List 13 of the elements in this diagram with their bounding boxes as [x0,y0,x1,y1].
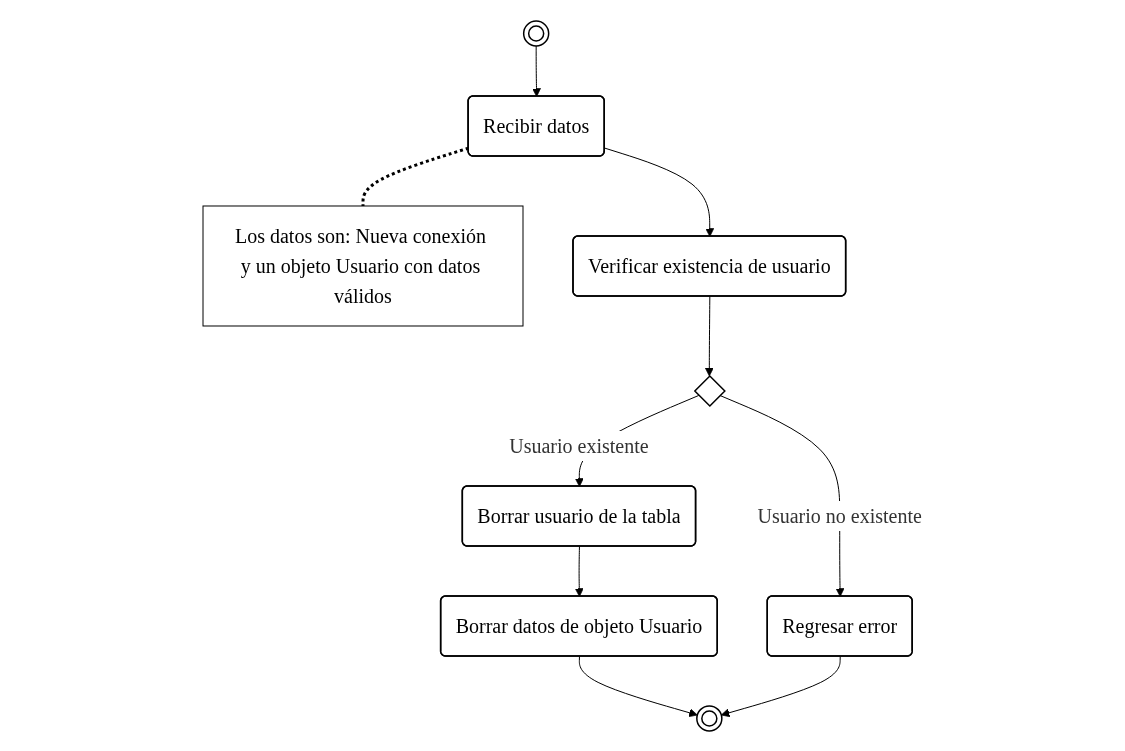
arrow [604,147,715,237]
arrow [532,45,541,97]
arrow [704,295,714,376]
node-box: Los datos son: Nueva conexión y un objeto Usuario con datos válidos [202,205,524,326]
node-circle [696,704,723,732]
node-circle [522,19,550,47]
edge-label: Usuario existente [509,434,649,457]
node-diamond [693,374,726,407]
arrow [720,655,841,717]
edge-label: Usuario no existente [757,504,922,527]
arrow [719,394,845,597]
arrow [574,545,584,597]
arrow [578,655,698,717]
